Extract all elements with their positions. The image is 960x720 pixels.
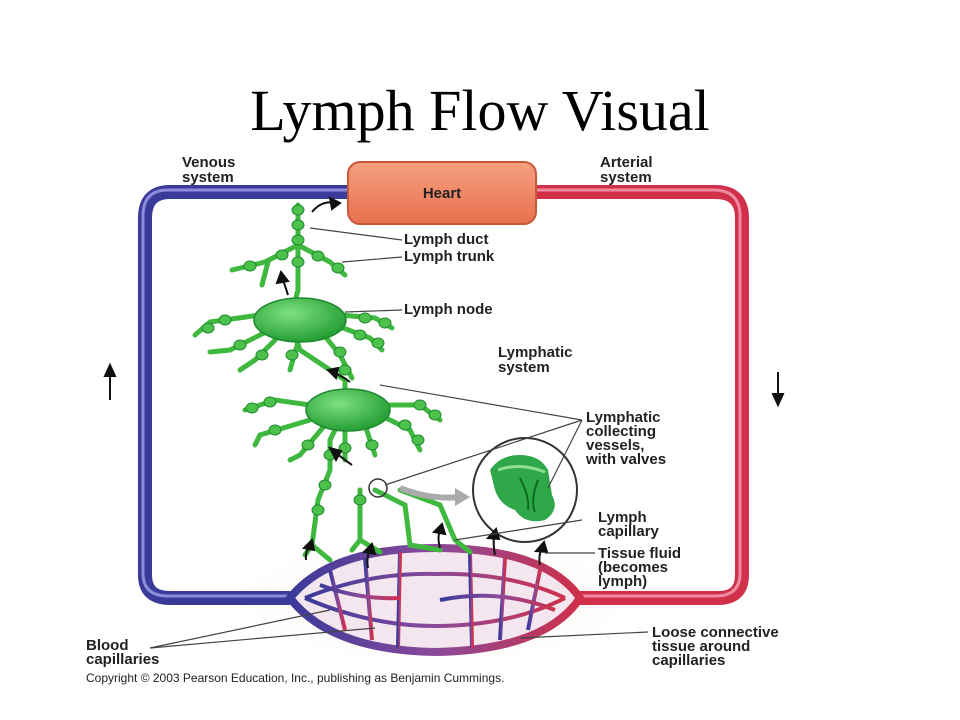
flow-arrows	[275, 196, 549, 569]
valve-magnified	[472, 437, 578, 543]
svg-text:tissue around: tissue around	[652, 638, 750, 655]
label-tissue-fluid: Tissue fluid (becomes lymph)	[598, 545, 681, 590]
svg-text:lymph): lymph)	[598, 573, 647, 590]
svg-text:Lymph: Lymph	[598, 509, 647, 526]
heart: Heart	[347, 161, 537, 225]
lymph-node-lower	[305, 388, 391, 432]
svg-text:capillaries: capillaries	[86, 651, 159, 668]
slide-title: Lymph Flow Visual	[250, 78, 710, 143]
label-blood-capillaries: Blood capillaries	[86, 637, 159, 668]
svg-text:with valves: with valves	[585, 451, 666, 468]
svg-text:vessels,: vessels,	[586, 437, 644, 454]
label-lymphatic-system: Lymphatic system	[498, 344, 572, 376]
valve-highlight	[368, 478, 388, 498]
svg-text:Tissue fluid: Tissue fluid	[598, 545, 681, 562]
svg-text:system: system	[182, 169, 234, 186]
leader-lines	[149, 227, 649, 649]
svg-text:(becomes: (becomes	[598, 559, 668, 576]
label-lymph-duct: Lymph duct	[404, 231, 488, 248]
svg-text:system: system	[498, 359, 550, 376]
label-arterial-system: Arterial system	[600, 154, 653, 186]
svg-text:Lymphatic: Lymphatic	[586, 409, 660, 426]
label-lymphatic-collecting-vessels: Lymphatic collecting vessels, with valve…	[585, 409, 666, 468]
svg-text:Loose connective: Loose connective	[652, 624, 779, 641]
svg-text:system: system	[600, 169, 652, 186]
magnify-arrow	[398, 485, 461, 501]
copyright-text: Copyright © 2003 Pearson Education, Inc.…	[86, 671, 504, 685]
label-venous-system: Venous system	[182, 154, 235, 186]
svg-text:collecting: collecting	[586, 423, 656, 440]
label-lymph-capillary: Lymph capillary	[598, 509, 660, 540]
downward-arrow-icon	[771, 372, 785, 408]
svg-text:Lymphatic: Lymphatic	[498, 344, 572, 361]
svg-text:Arterial: Arterial	[600, 154, 653, 171]
label-lymph-trunk: Lymph trunk	[404, 248, 495, 265]
svg-text:capillaries: capillaries	[652, 652, 725, 669]
label-lymph-node: Lymph node	[404, 301, 493, 318]
blood-capillary-bed	[284, 543, 585, 657]
upward-arrow-icon	[103, 362, 117, 400]
svg-text:Blood: Blood	[86, 637, 129, 654]
svg-text:capillary: capillary	[598, 523, 660, 540]
label-loose-connective-tissue: Loose connective tissue around capillari…	[652, 624, 779, 669]
svg-text:Venous: Venous	[182, 154, 235, 171]
heart-label: Heart	[423, 185, 461, 202]
lymph-node-upper	[253, 297, 347, 343]
lymph-valves	[201, 204, 442, 516]
